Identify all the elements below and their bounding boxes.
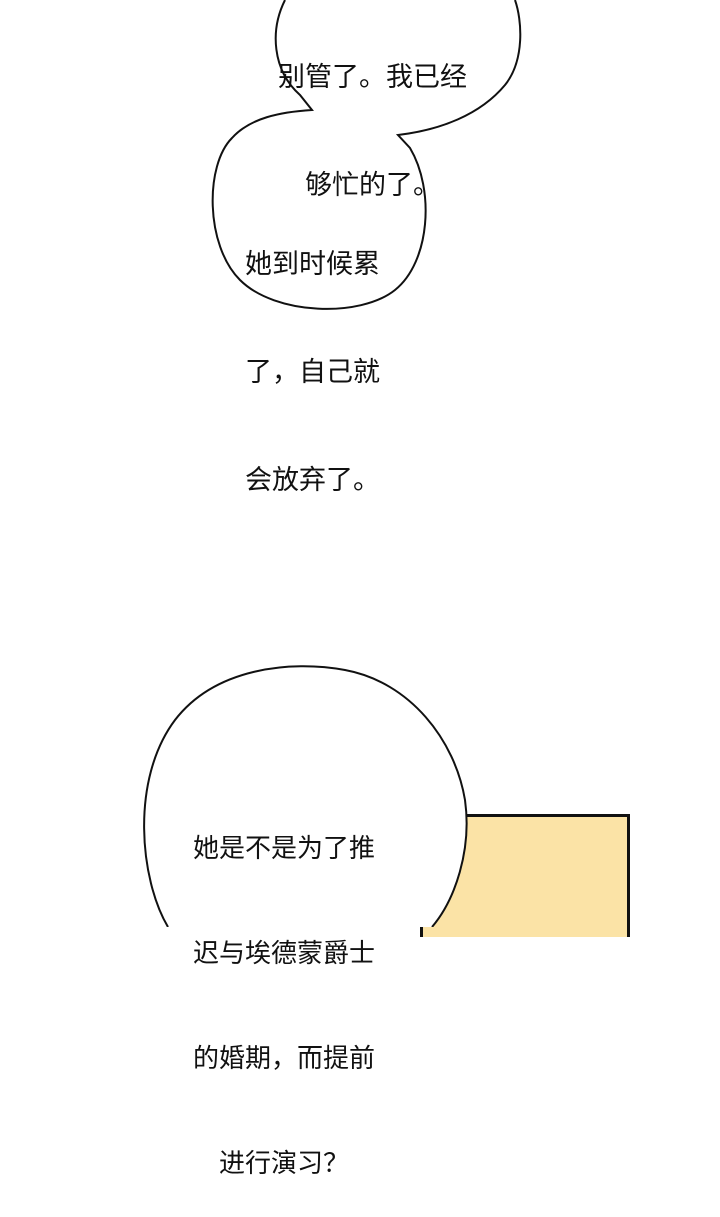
bubble-2-line-2: 了，自己就 — [245, 357, 380, 388]
bubble-1-line-1: 别管了。我已经 — [278, 62, 467, 93]
bubble-2-line-3: 会放弃了。 — [245, 465, 380, 496]
bubble-1-text: 别管了。我已经 够忙的了。 — [278, 0, 467, 240]
bubble-3-text: 她是不是为了推 迟与埃德蒙爵士 的婚期，而提前 进行演习？ — [193, 762, 375, 1217]
speech-bubble-shapes — [143, 0, 522, 927]
bubble-3-line-1: 她是不是为了推 — [193, 834, 376, 864]
bubble-3-line-2: 迟与埃德蒙爵士 — [193, 939, 376, 969]
bubble-3-line-4: 进行演习？ — [219, 1149, 350, 1179]
bubble-1-line-2: 够忙的了。 — [305, 170, 440, 201]
bubble-2-text: 她到时候累 了，自己就 会放弃了。 — [245, 175, 380, 535]
bubble-3-line-3: 的婚期，而提前 — [193, 1044, 376, 1074]
bubble-2-line-1: 她到时候累 — [245, 249, 380, 280]
